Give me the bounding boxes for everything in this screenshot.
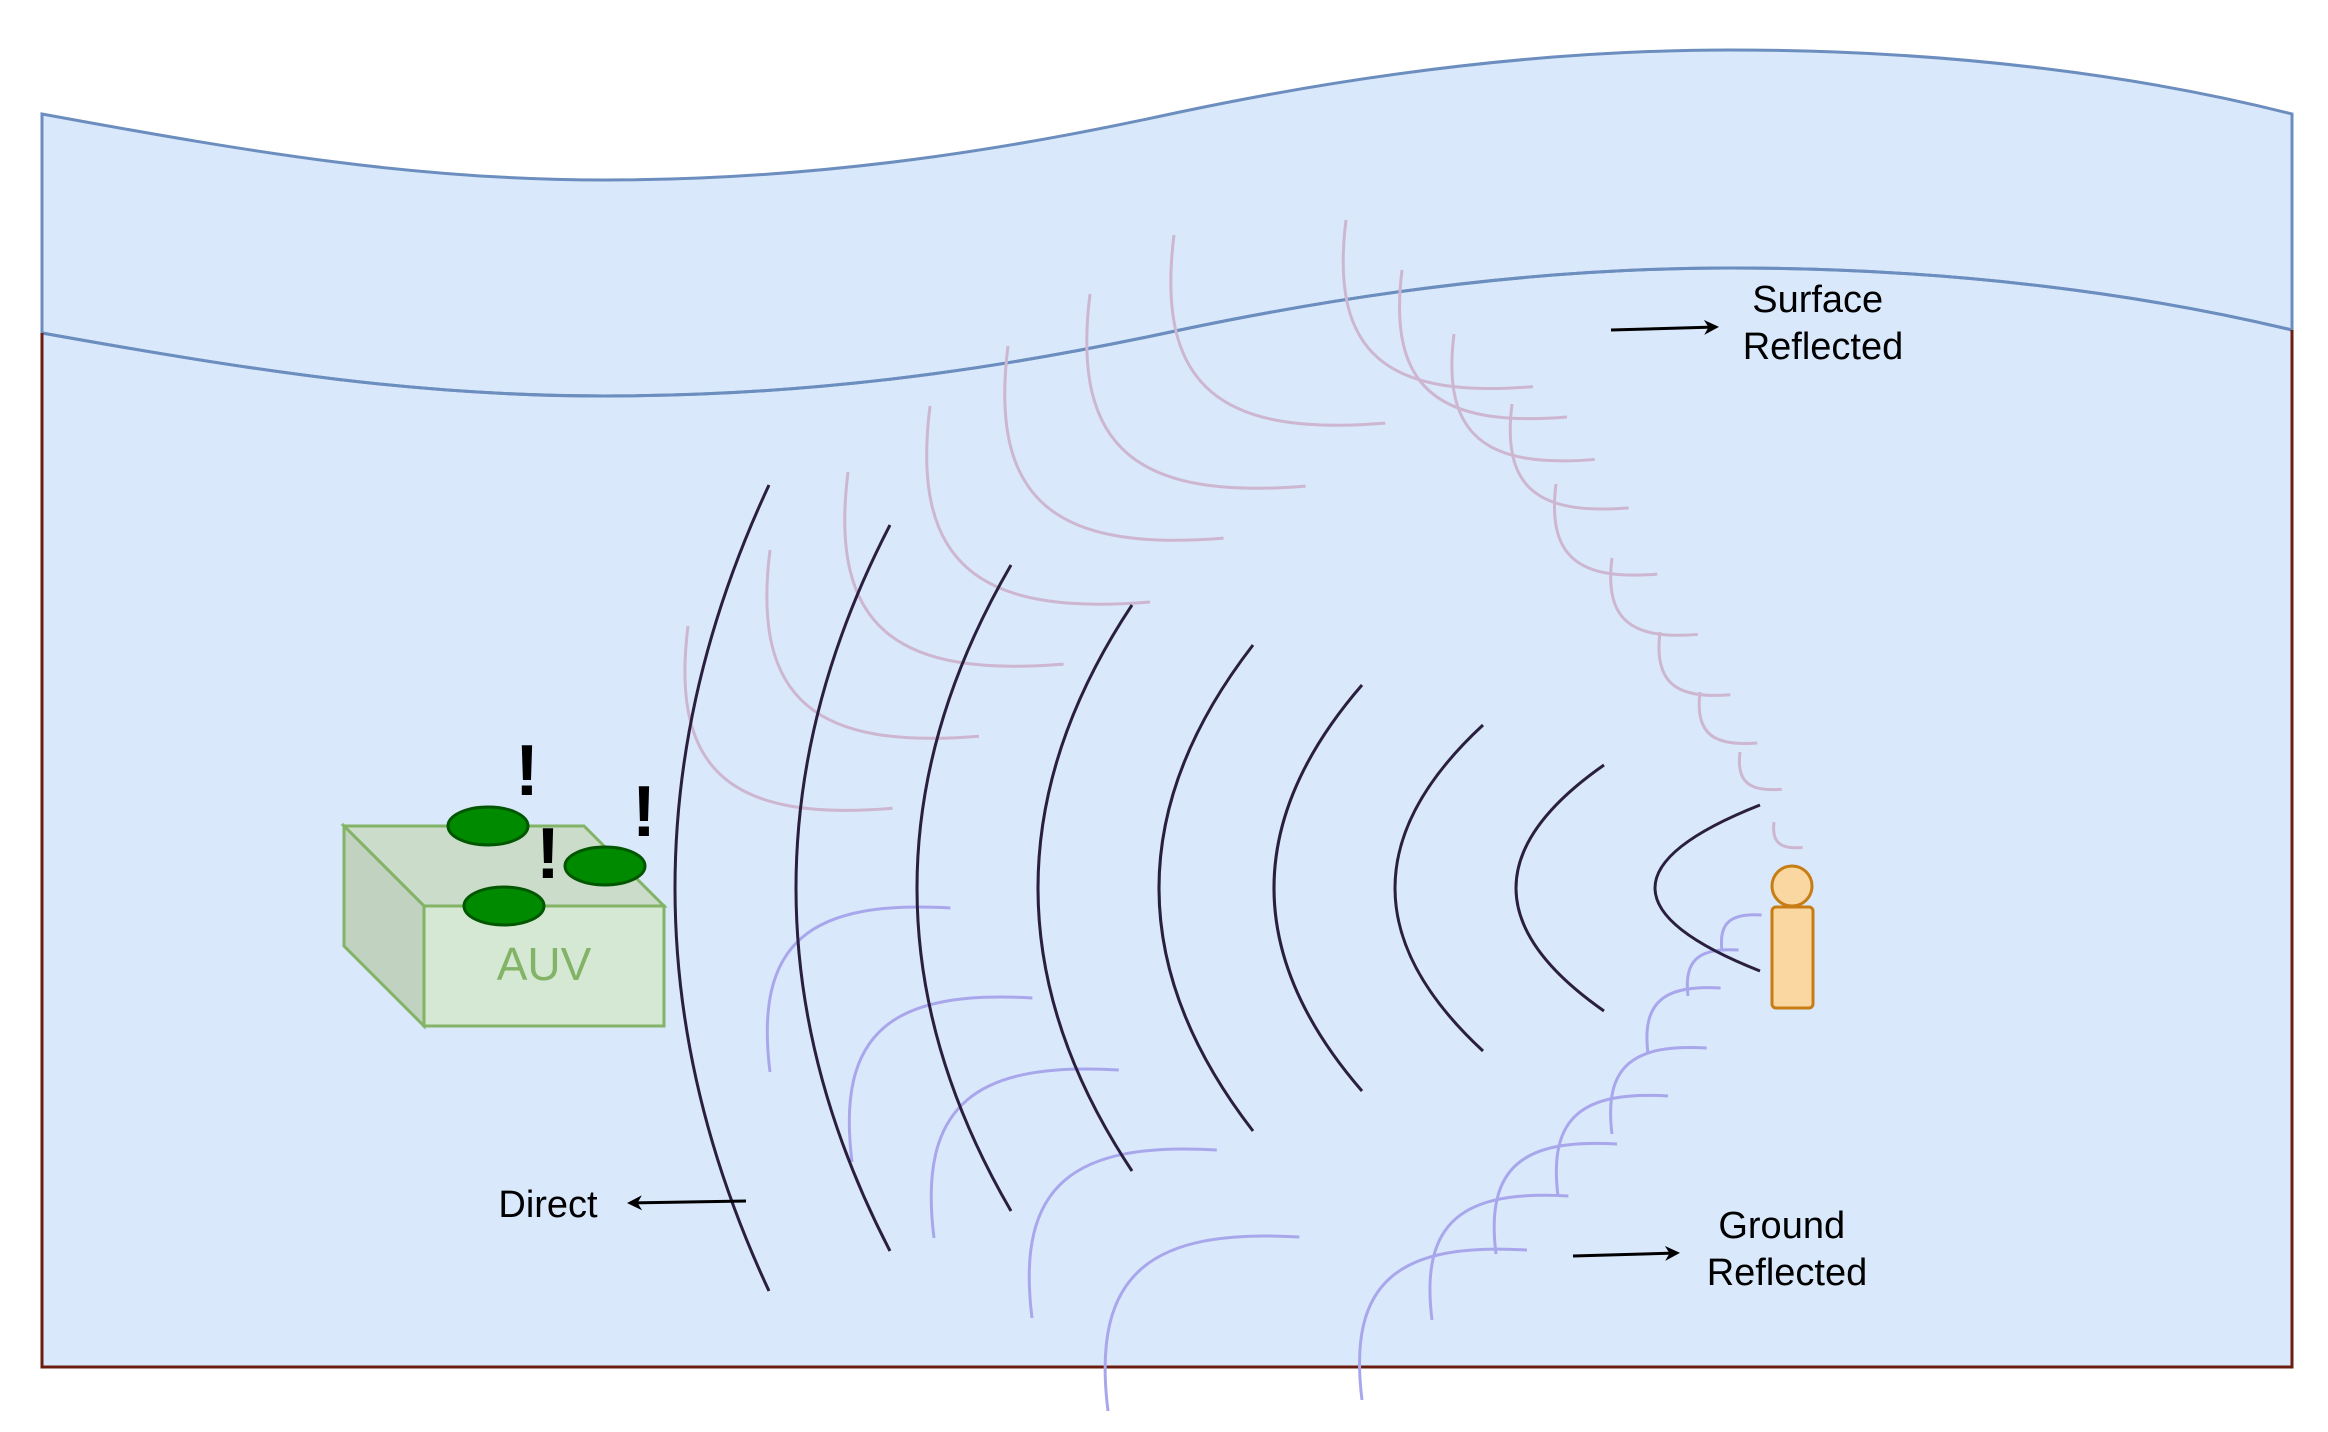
ground-wave-arc (1685, 948, 1739, 997)
surface-wave-arc (1737, 751, 1782, 792)
surface-wave-arc (1003, 345, 1224, 542)
surface-wave-arc (925, 405, 1151, 606)
direct-wave-arc (1157, 644, 1255, 1132)
surface-wave-arc (1085, 293, 1306, 490)
ground-label-line: Reflected (1707, 1252, 1868, 1294)
surface-label-line: Surface (1752, 279, 1883, 321)
surface-wave-arc (843, 471, 1064, 668)
surface-wave-arc (1169, 234, 1386, 427)
alert-mark: ! (515, 731, 539, 811)
direct-waves (673, 484, 1761, 1292)
surface-wave-arc (1697, 691, 1758, 746)
ground-wave-arc (1027, 1147, 1217, 1319)
direct-wave-arc (1272, 684, 1364, 1092)
ground-reflected-waves (765, 905, 1762, 1412)
surface-arrow-icon (1610, 319, 1719, 335)
surface-reflected-waves (683, 219, 1803, 850)
direct-label: Direct (498, 1184, 598, 1226)
direct-wave-arc (1653, 803, 1761, 973)
auv: AUV ! ! ! (340, 731, 668, 1030)
direct-wave-arc (1514, 763, 1605, 1013)
ground-wave-arc (1428, 1193, 1569, 1321)
tank-outline (40, 330, 2294, 1369)
surface-wave-arc (1657, 631, 1731, 697)
direct-wave-arc (673, 484, 771, 1292)
ground-label-line: Ground (1718, 1205, 1845, 1247)
ground-reflected-label: Ground Reflected (1707, 1205, 1868, 1294)
auv-sensor (462, 885, 546, 927)
surface-wave-arc (1341, 219, 1534, 391)
ground-wave-arc (1554, 1093, 1669, 1197)
auv-label: AUV (497, 938, 592, 990)
surface-wave-line (41, 266, 2293, 398)
auv-front-face (422, 904, 666, 1028)
surface-wave-arc (683, 625, 893, 812)
auv-sensor (446, 805, 530, 847)
water-tank (40, 48, 2294, 1369)
direct-wave-arc (1393, 723, 1485, 1053)
ground-wave-arc (929, 1067, 1119, 1239)
ground-arrow-icon (1572, 1245, 1680, 1261)
surface-wave-arc (1553, 483, 1658, 577)
direct-wave-arc (1036, 604, 1134, 1172)
surface-wave-arc (1609, 557, 1698, 637)
person-head (1770, 864, 1814, 908)
person-body (1770, 905, 1815, 1010)
surface-reflected-label: Surface Reflected (1743, 279, 1904, 368)
alert-mark: ! (632, 772, 656, 852)
ground-wave-arc (1492, 1141, 1618, 1255)
ground-wave-arc (1719, 913, 1762, 952)
ground-wave-arc (1645, 986, 1721, 1055)
surface-wave-arc (765, 549, 980, 740)
surface-wave-arc (1508, 403, 1629, 511)
ground-wave-arc (847, 995, 1033, 1163)
direct-arrow-icon (627, 1195, 747, 1211)
surface-label-line: Reflected (1743, 326, 1904, 368)
auv-sensor (563, 845, 647, 887)
person-icon (1770, 864, 1815, 1010)
ground-wave-arc (1103, 1234, 1300, 1412)
surface-wave-arc (1450, 333, 1595, 463)
direct-wave-arc (794, 524, 892, 1252)
surface-wave-arc (1772, 821, 1803, 850)
alert-mark: ! (536, 814, 560, 894)
ground-wave-arc (765, 905, 951, 1073)
surface-wave-arc (1398, 269, 1568, 421)
ground-wave-arc (1358, 1247, 1528, 1401)
direct-wave-arc (915, 564, 1013, 1212)
ground-wave-arc (1609, 1045, 1707, 1135)
